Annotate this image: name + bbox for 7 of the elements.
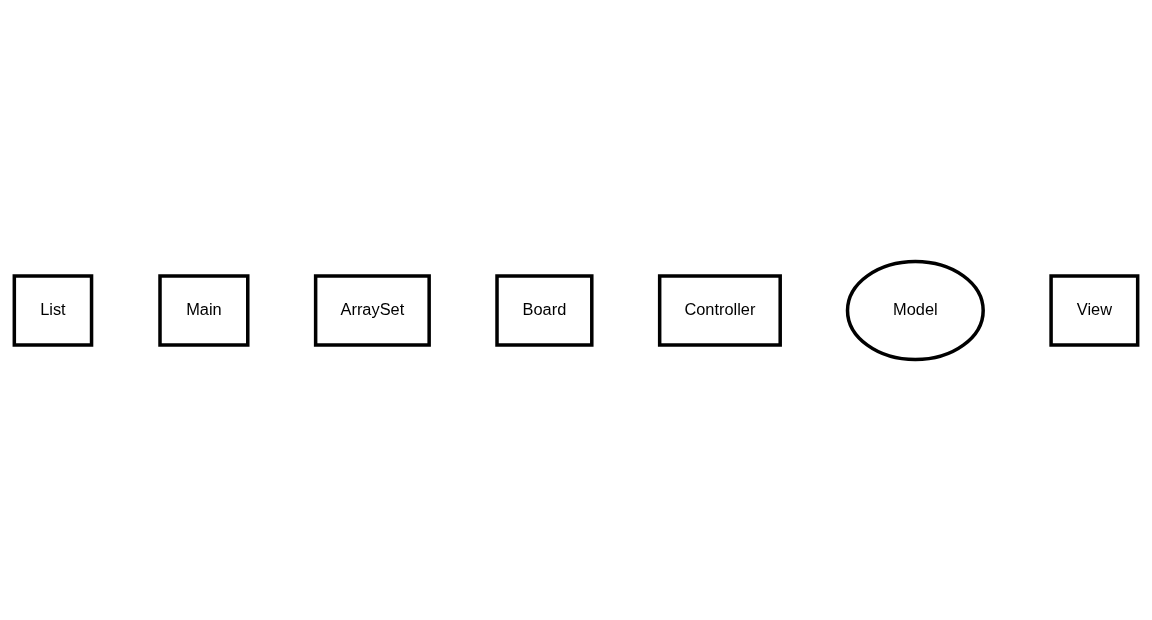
node-ellipse: Model xyxy=(845,259,985,361)
node-box: List xyxy=(12,273,94,347)
node-box: Board xyxy=(495,273,594,347)
node-box: ArraySet xyxy=(313,273,431,347)
node-box: Main xyxy=(158,273,250,347)
node-box: View xyxy=(1049,273,1140,347)
node-box: Controller xyxy=(657,273,782,347)
